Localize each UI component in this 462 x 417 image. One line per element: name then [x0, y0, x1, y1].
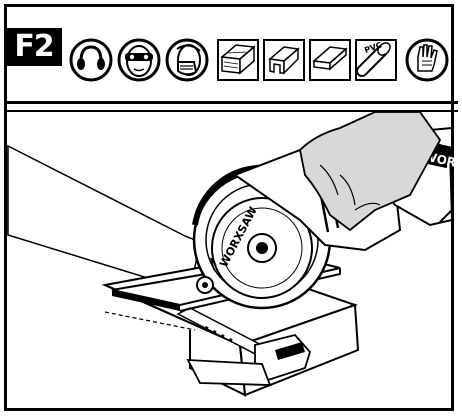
gloved-hand — [299, 112, 442, 232]
pvc-pipe-material-icon: PVC — [355, 39, 397, 81]
metal-profile-material-icon — [263, 39, 305, 81]
safety-icon-row: PVC — [68, 33, 454, 87]
wood-material-icon — [217, 39, 259, 81]
board-top-surface — [7, 144, 201, 292]
work-gloves-icon — [405, 38, 449, 82]
cut-line — [104, 311, 196, 331]
figure-label: F2 — [6, 28, 62, 66]
tile-material-icon — [309, 39, 351, 81]
saw-blade — [211, 197, 313, 299]
header-divider-inner — [4, 110, 458, 112]
eye-protection-icon — [117, 38, 161, 82]
dust-mask-icon — [165, 38, 209, 82]
saw-cutting-illustration: WORXSAW WORX — [7, 112, 462, 397]
ear-protection-icon — [69, 38, 113, 82]
header-divider — [4, 101, 458, 104]
rip-fence-scale — [205, 326, 233, 342]
